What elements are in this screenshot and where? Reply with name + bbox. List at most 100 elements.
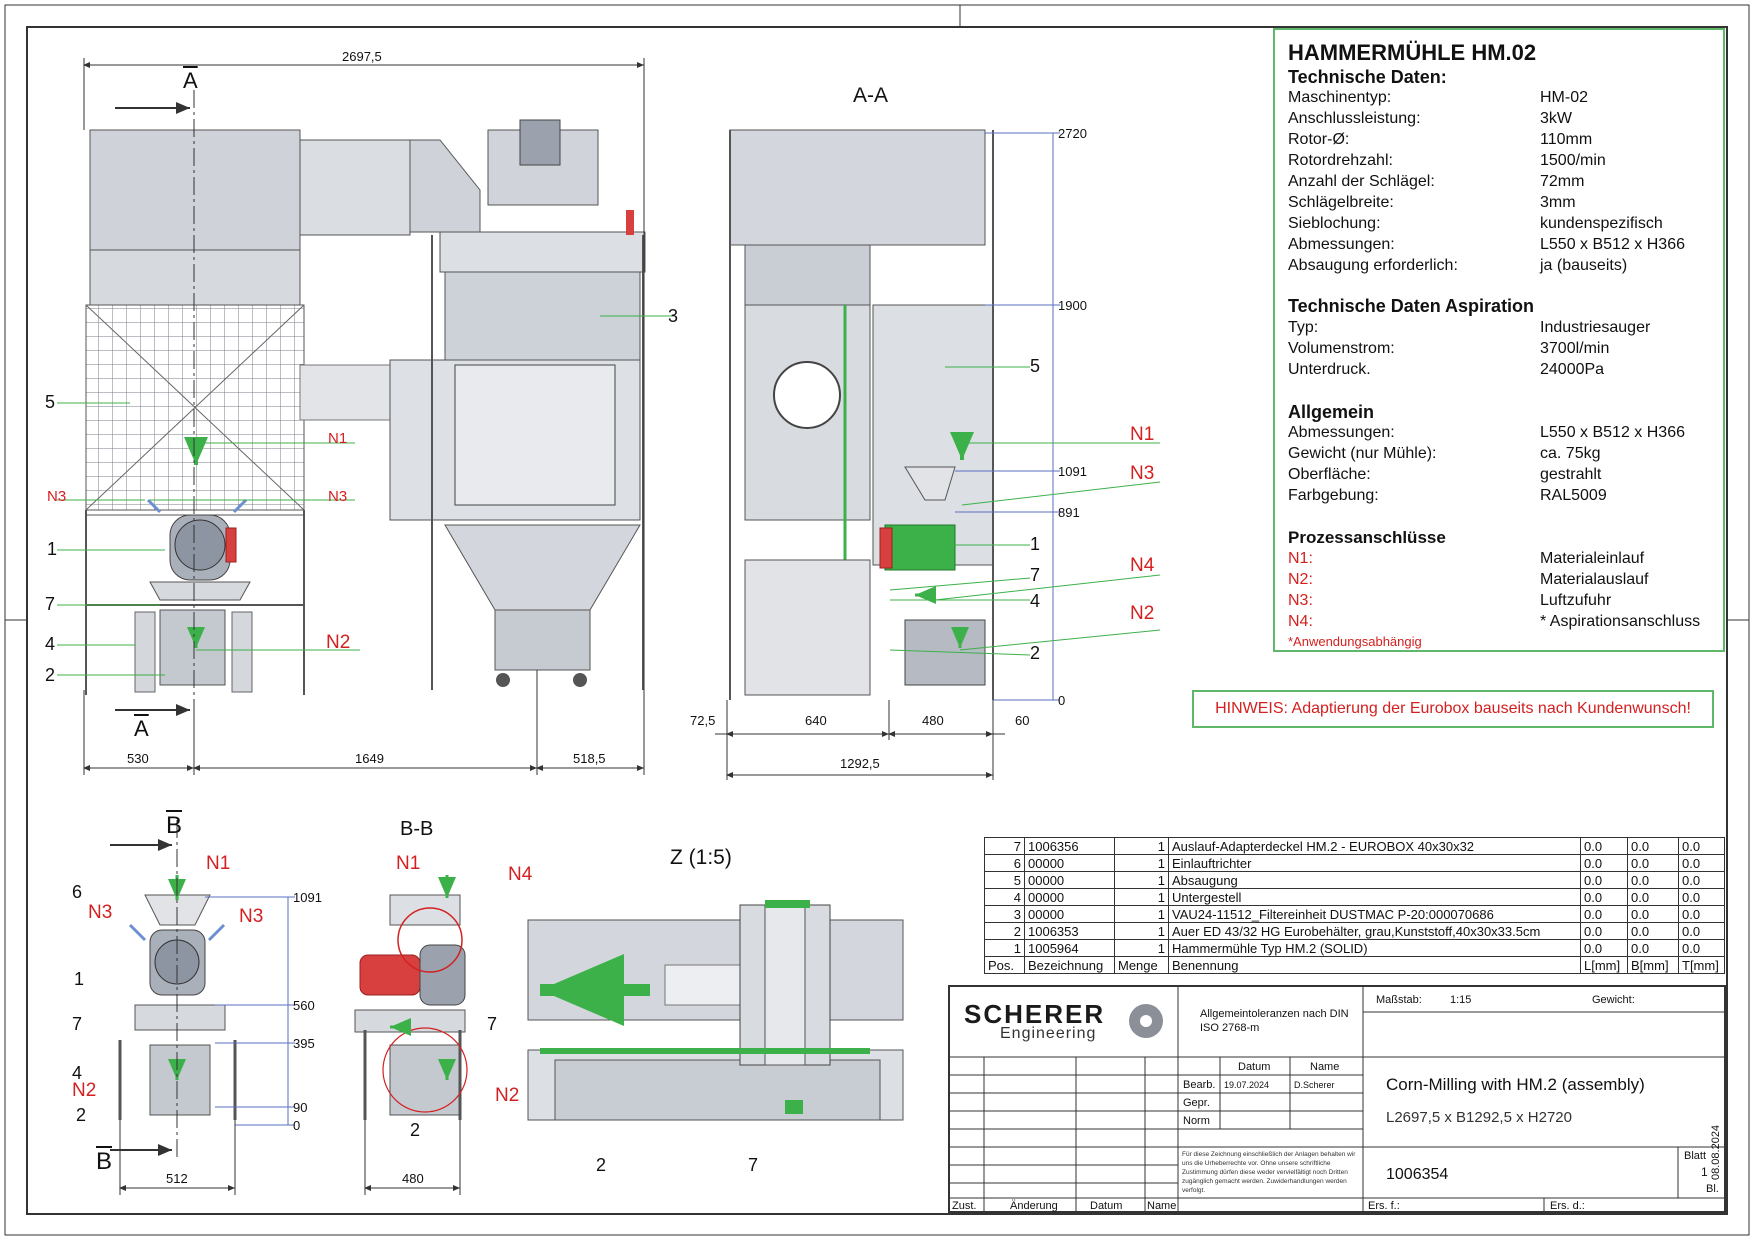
side-label-n3: N3 <box>1130 463 1155 484</box>
side-dim-72-5: 72,5 <box>690 713 716 728</box>
norm-label: Norm <box>1183 1115 1210 1127</box>
blatt-number: 1 <box>1701 1165 1708 1179</box>
spec-row: Rotor-Ø:110mm <box>1288 131 1593 148</box>
spec-section-aspiration: Technische Daten Aspiration <box>1288 296 1535 316</box>
side-label-n4: N4 <box>1130 555 1155 576</box>
spec-row: Farbgebung:RAL5009 <box>1288 487 1607 504</box>
hint-box: HINWEIS: Adaptierung der Eurobox bauseit… <box>1192 690 1714 728</box>
bb-section-mark-top: B <box>166 812 183 839</box>
bearb-name: D.Scherer <box>1294 1080 1335 1090</box>
spec-section-process: Prozessanschlüsse <box>1288 528 1446 547</box>
spec-row: Typ:Industriesauger <box>1288 319 1651 336</box>
front-dim-2: 1649 <box>355 751 384 766</box>
side-dim-0: 0 <box>1058 693 1066 708</box>
bb-dim-90: 90 <box>293 1100 308 1115</box>
side-label-7: 7 <box>1030 565 1041 585</box>
bb-n2: N2 <box>495 1085 520 1106</box>
side-label-4: 4 <box>1030 591 1041 611</box>
spec-row: Anschlussleistung:3kW <box>1288 110 1572 127</box>
front-dimensions <box>83 58 645 775</box>
spec-box: HAMMERMÜHLE HM.02 Technische Daten: Masc… <box>1273 28 1725 652</box>
blatt-label: Blatt <box>1684 1150 1707 1162</box>
side-dim-480: 480 <box>922 713 944 728</box>
view-aa-title: A-A <box>853 84 889 107</box>
bb-front-view <box>110 820 295 1195</box>
front-label-1: 1 <box>47 539 58 559</box>
front-label-n3-left: N3 <box>47 488 67 505</box>
bb-front-2: 2 <box>76 1105 87 1125</box>
front-label-n2: N2 <box>326 632 351 653</box>
spec-row: Maschinentyp:HM-02 <box>1288 89 1589 106</box>
zust-label: Zust. <box>952 1200 977 1212</box>
front-label-4: 4 <box>45 634 56 654</box>
side-dim-1900: 1900 <box>1058 298 1087 313</box>
title-block-lines <box>948 985 1726 1213</box>
bb-front-n2: N2 <box>72 1080 97 1101</box>
aenderung-label: Änderung <box>1010 1200 1058 1212</box>
bb-dim-480: 480 <box>402 1171 424 1186</box>
view-z-title: Z (1:5) <box>670 846 732 869</box>
side-dim-total: 1292,5 <box>840 756 880 771</box>
drawing-dims: L2697,5 x B1292,5 x H2720 <box>1386 1109 1572 1126</box>
spec-row: Volumenstrom:3700l/min <box>1288 340 1610 357</box>
leader-lines <box>57 315 1161 676</box>
bb-front-1: 1 <box>74 969 85 989</box>
side-label-n1: N1 <box>1130 424 1155 445</box>
bb-dim-0: 0 <box>293 1118 301 1133</box>
weight-label: Gewicht: <box>1592 994 1635 1006</box>
bb-front-4: 4 <box>72 1063 83 1083</box>
bb-dim-512: 512 <box>166 1171 188 1186</box>
spec-row: Unterdruck.24000Pa <box>1288 361 1605 378</box>
bb-dim-395: 395 <box>293 1036 315 1051</box>
front-label-7: 7 <box>45 594 56 614</box>
front-label-3: 3 <box>668 306 679 326</box>
logo-subtext: Engineering <box>1000 1025 1097 1042</box>
front-dim-total: 2697,5 <box>342 49 382 64</box>
spec-row: Abmessungen:L550 x B512 x H366 <box>1288 236 1685 253</box>
side-dim-891: 891 <box>1058 505 1080 520</box>
scale-label: Maßstab: <box>1376 994 1422 1006</box>
spec-row: N4:* Aspirationsanschluss <box>1288 613 1701 630</box>
z-detail-view <box>527 900 904 1121</box>
bl-label: Bl. <box>1706 1183 1719 1195</box>
logo-text: SCHERER <box>964 999 1106 1029</box>
drawing-title: Corn-Milling with HM.2 (assembly) <box>1386 1075 1645 1094</box>
name-label: Name <box>1147 1200 1177 1212</box>
spec-row: Oberfläche:gestrahlt <box>1288 466 1602 483</box>
side-dimensions <box>715 132 1060 780</box>
z-2: 2 <box>596 1155 607 1175</box>
z-7: 7 <box>748 1155 759 1175</box>
side-label-2: 2 <box>1030 643 1041 663</box>
side-dim-1091: 1091 <box>1058 464 1087 479</box>
datum-label: Datum <box>1090 1200 1123 1212</box>
bb-section-mark-bottom: B <box>96 1148 113 1175</box>
spec-section-general: Allgemein <box>1288 402 1375 422</box>
front-label-2: 2 <box>45 665 56 685</box>
spec-note: *Anwendungsabhängig <box>1288 634 1422 649</box>
side-label-n2: N2 <box>1130 603 1155 624</box>
side-label-1: 1 <box>1030 534 1041 554</box>
bb-2: 2 <box>410 1120 421 1140</box>
bb-front-7: 7 <box>72 1014 83 1034</box>
bb-dim-1091: 1091 <box>293 890 322 905</box>
front-dim-3: 518,5 <box>573 751 606 766</box>
spec-row: Anzahl der Schlägel:72mm <box>1288 173 1585 190</box>
spec-title: HAMMERMÜHLE HM.02 <box>1288 40 1537 65</box>
spec-row: N2:Materialauslauf <box>1288 571 1649 588</box>
ersf-label: Ers. f.: <box>1368 1200 1400 1212</box>
bb-front-n3-left: N3 <box>88 902 113 923</box>
side-dim-2720: 2720 <box>1058 126 1087 141</box>
view-bb-title: B-B <box>400 818 434 840</box>
front-label-n1: N1 <box>328 430 348 447</box>
title-block: SCHERER Engineering Allgemeintoleranzen … <box>948 985 1726 1213</box>
front-view <box>85 119 646 695</box>
spec-row: Gewicht (nur Mühle):ca. 75kg <box>1288 445 1601 462</box>
bb-section-view <box>354 875 468 1195</box>
side-dim-60: 60 <box>1015 713 1030 728</box>
